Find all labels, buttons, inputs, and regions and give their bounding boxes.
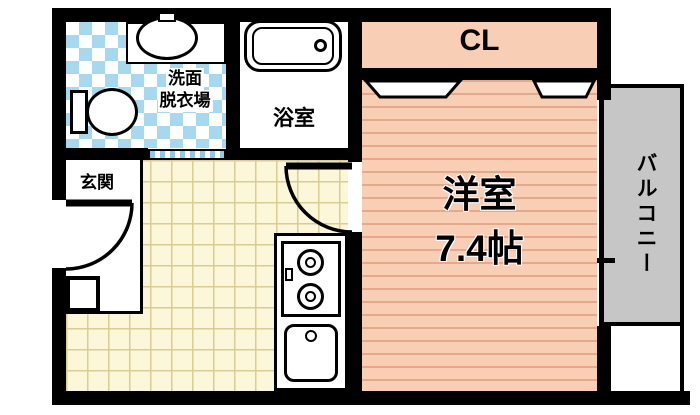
sink-tap-icon: [305, 330, 317, 342]
wall-bathroom-bottom: [226, 148, 362, 160]
balcony-floor: [604, 88, 680, 322]
wall-room-right-upper: [597, 8, 611, 100]
bathroom-label: 浴室: [273, 107, 315, 130]
wall-left-upper: [52, 8, 66, 200]
stove-burner-1-inner: [305, 257, 316, 268]
balcony-label: バルコニー: [634, 152, 657, 277]
western-room-size: 7.4帖: [435, 227, 524, 269]
balcony-right-line: [680, 84, 684, 391]
balcony-top-line: [604, 84, 684, 88]
stove-knob-icon: [285, 268, 293, 281]
wall-washroom-bathroom: [226, 8, 240, 160]
stove-burner-2-inner: [305, 291, 316, 302]
window-line-balcony: [599, 100, 604, 326]
western-room-label: 洋室 7.4帖: [362, 168, 597, 275]
sliding-door-washroom: [148, 149, 226, 160]
wall-left-lower: [52, 268, 66, 405]
closet-floor: [362, 22, 597, 68]
entrance-label: 玄関: [80, 173, 114, 192]
closet-label: CL: [459, 24, 500, 57]
entrance-step-line-horizontal: [66, 311, 143, 314]
faucet-icon: [158, 12, 176, 22]
wall-closet-bottom: [348, 68, 611, 80]
western-room-name: 洋室: [442, 174, 517, 215]
wall-kitchen-room-lower: [348, 232, 362, 391]
toilet-bowl-icon: [86, 88, 138, 136]
wall-bottom: [52, 391, 690, 405]
washroom-label-line1: 洗面: [166, 68, 204, 91]
shoe-cabinet: [66, 276, 100, 312]
wall-washroom-bottom: [52, 148, 148, 160]
washroom-label-line2: 脱衣場: [157, 90, 213, 113]
wall-top: [52, 8, 611, 22]
window-tick: [597, 258, 615, 263]
wall-kitchen-room-upper: [348, 8, 362, 162]
bathtub-drain-icon: [314, 39, 327, 52]
balcony-bottom-line: [604, 322, 680, 326]
entrance-step-line-vertical: [140, 160, 143, 313]
western-room-floor: [362, 80, 597, 391]
wall-room-right-lower: [597, 326, 611, 391]
washroom-label: 洗面 脱衣場: [140, 68, 230, 113]
washbasin-icon: [136, 16, 198, 60]
